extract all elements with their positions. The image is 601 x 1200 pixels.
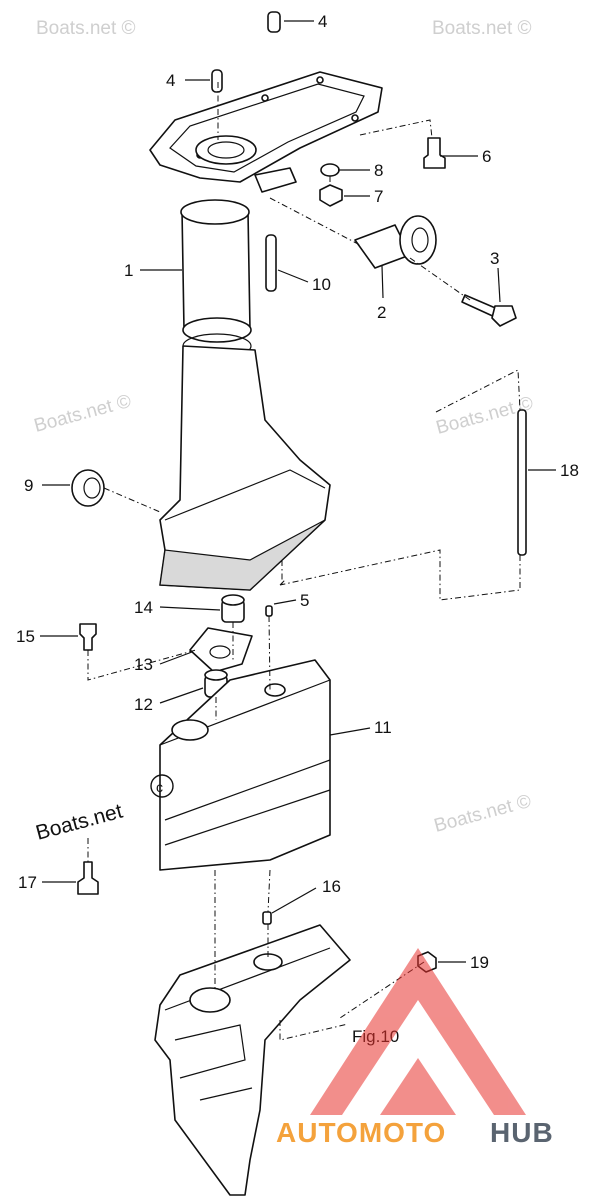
callout-19: 19	[470, 953, 489, 972]
svg-text:Boats.net: Boats.net	[33, 800, 125, 845]
top-plate-gasket	[169, 83, 365, 173]
callout-12: 12	[134, 695, 153, 714]
tube-collar-ring	[182, 317, 252, 343]
automotohub-logo	[310, 948, 526, 1115]
logo-triangle	[310, 948, 526, 1115]
bolt-6	[423, 137, 446, 169]
callout-1: 1	[124, 261, 133, 280]
callout-13: 13	[134, 655, 153, 674]
callout-7: 7	[374, 187, 383, 206]
pin-5	[265, 605, 273, 617]
callout-2: 2	[377, 303, 386, 322]
washer-8	[320, 163, 340, 177]
callout-10: 10	[312, 275, 331, 294]
bolt-3	[461, 294, 517, 327]
automotohub-wordmark: AUTOMOTO HUB	[276, 1117, 554, 1148]
plate-13-hole	[209, 645, 231, 659]
callout-18: 18	[560, 461, 579, 480]
stud-18	[517, 409, 527, 556]
watermark-mid-left: Boats.net ©	[32, 391, 134, 437]
callout-5: 5	[300, 591, 309, 610]
callout-15: 15	[16, 627, 35, 646]
plate-bolt-hole	[261, 94, 269, 102]
plate-bolt-hole	[351, 114, 359, 122]
callout-6: 6	[482, 147, 491, 166]
plate-13	[189, 627, 253, 673]
housing-flange-edge	[164, 469, 326, 521]
logo-text-automoto: AUTOMOTO	[276, 1117, 446, 1148]
neck-bore	[207, 141, 245, 159]
grommet-9	[71, 469, 105, 507]
callout-11: 11	[374, 718, 392, 737]
callout-4: 4	[166, 71, 175, 90]
clamp-bracket-2	[354, 215, 437, 269]
callout-14: 14	[134, 598, 153, 617]
svg-text:c: c	[156, 779, 163, 795]
watermark-top-left: Boats.net ©	[36, 18, 136, 39]
callout-17: 17	[18, 873, 37, 892]
pin-4-second	[211, 69, 223, 93]
plate-bolt-hole	[316, 76, 324, 84]
pin-16	[262, 911, 272, 925]
boats-net-watermark: Boats.net c	[33, 774, 174, 845]
callout-16: 16	[322, 877, 341, 896]
gear-case-fig10	[154, 924, 351, 1196]
pin-10	[265, 234, 277, 292]
dashed-lines	[87, 82, 521, 1041]
watermark-top-right: Boats.net ©	[432, 18, 532, 39]
callout-9: 9	[24, 476, 33, 495]
housing-bottom-flange	[159, 519, 326, 591]
callout-8: 8	[374, 161, 383, 180]
nut-7	[319, 184, 343, 207]
bolt-15	[79, 623, 97, 651]
side-tab	[254, 167, 297, 193]
neck-collar	[195, 135, 257, 165]
callout-3: 3	[490, 249, 499, 268]
top-plate	[149, 71, 383, 183]
drive-tube	[181, 209, 251, 331]
bushing-14	[221, 594, 245, 623]
leader-lines	[40, 20, 556, 963]
tube-top-ring	[180, 199, 250, 225]
upper-housing-group	[149, 71, 383, 591]
lower-casing-11	[159, 659, 331, 871]
bolt-17	[77, 861, 99, 895]
callout-4-top: 4	[318, 12, 327, 31]
pin-4-top	[267, 11, 281, 33]
watermark-lower-right: Boats.net ©	[432, 791, 534, 837]
logo-text-hub: HUB	[490, 1117, 554, 1148]
